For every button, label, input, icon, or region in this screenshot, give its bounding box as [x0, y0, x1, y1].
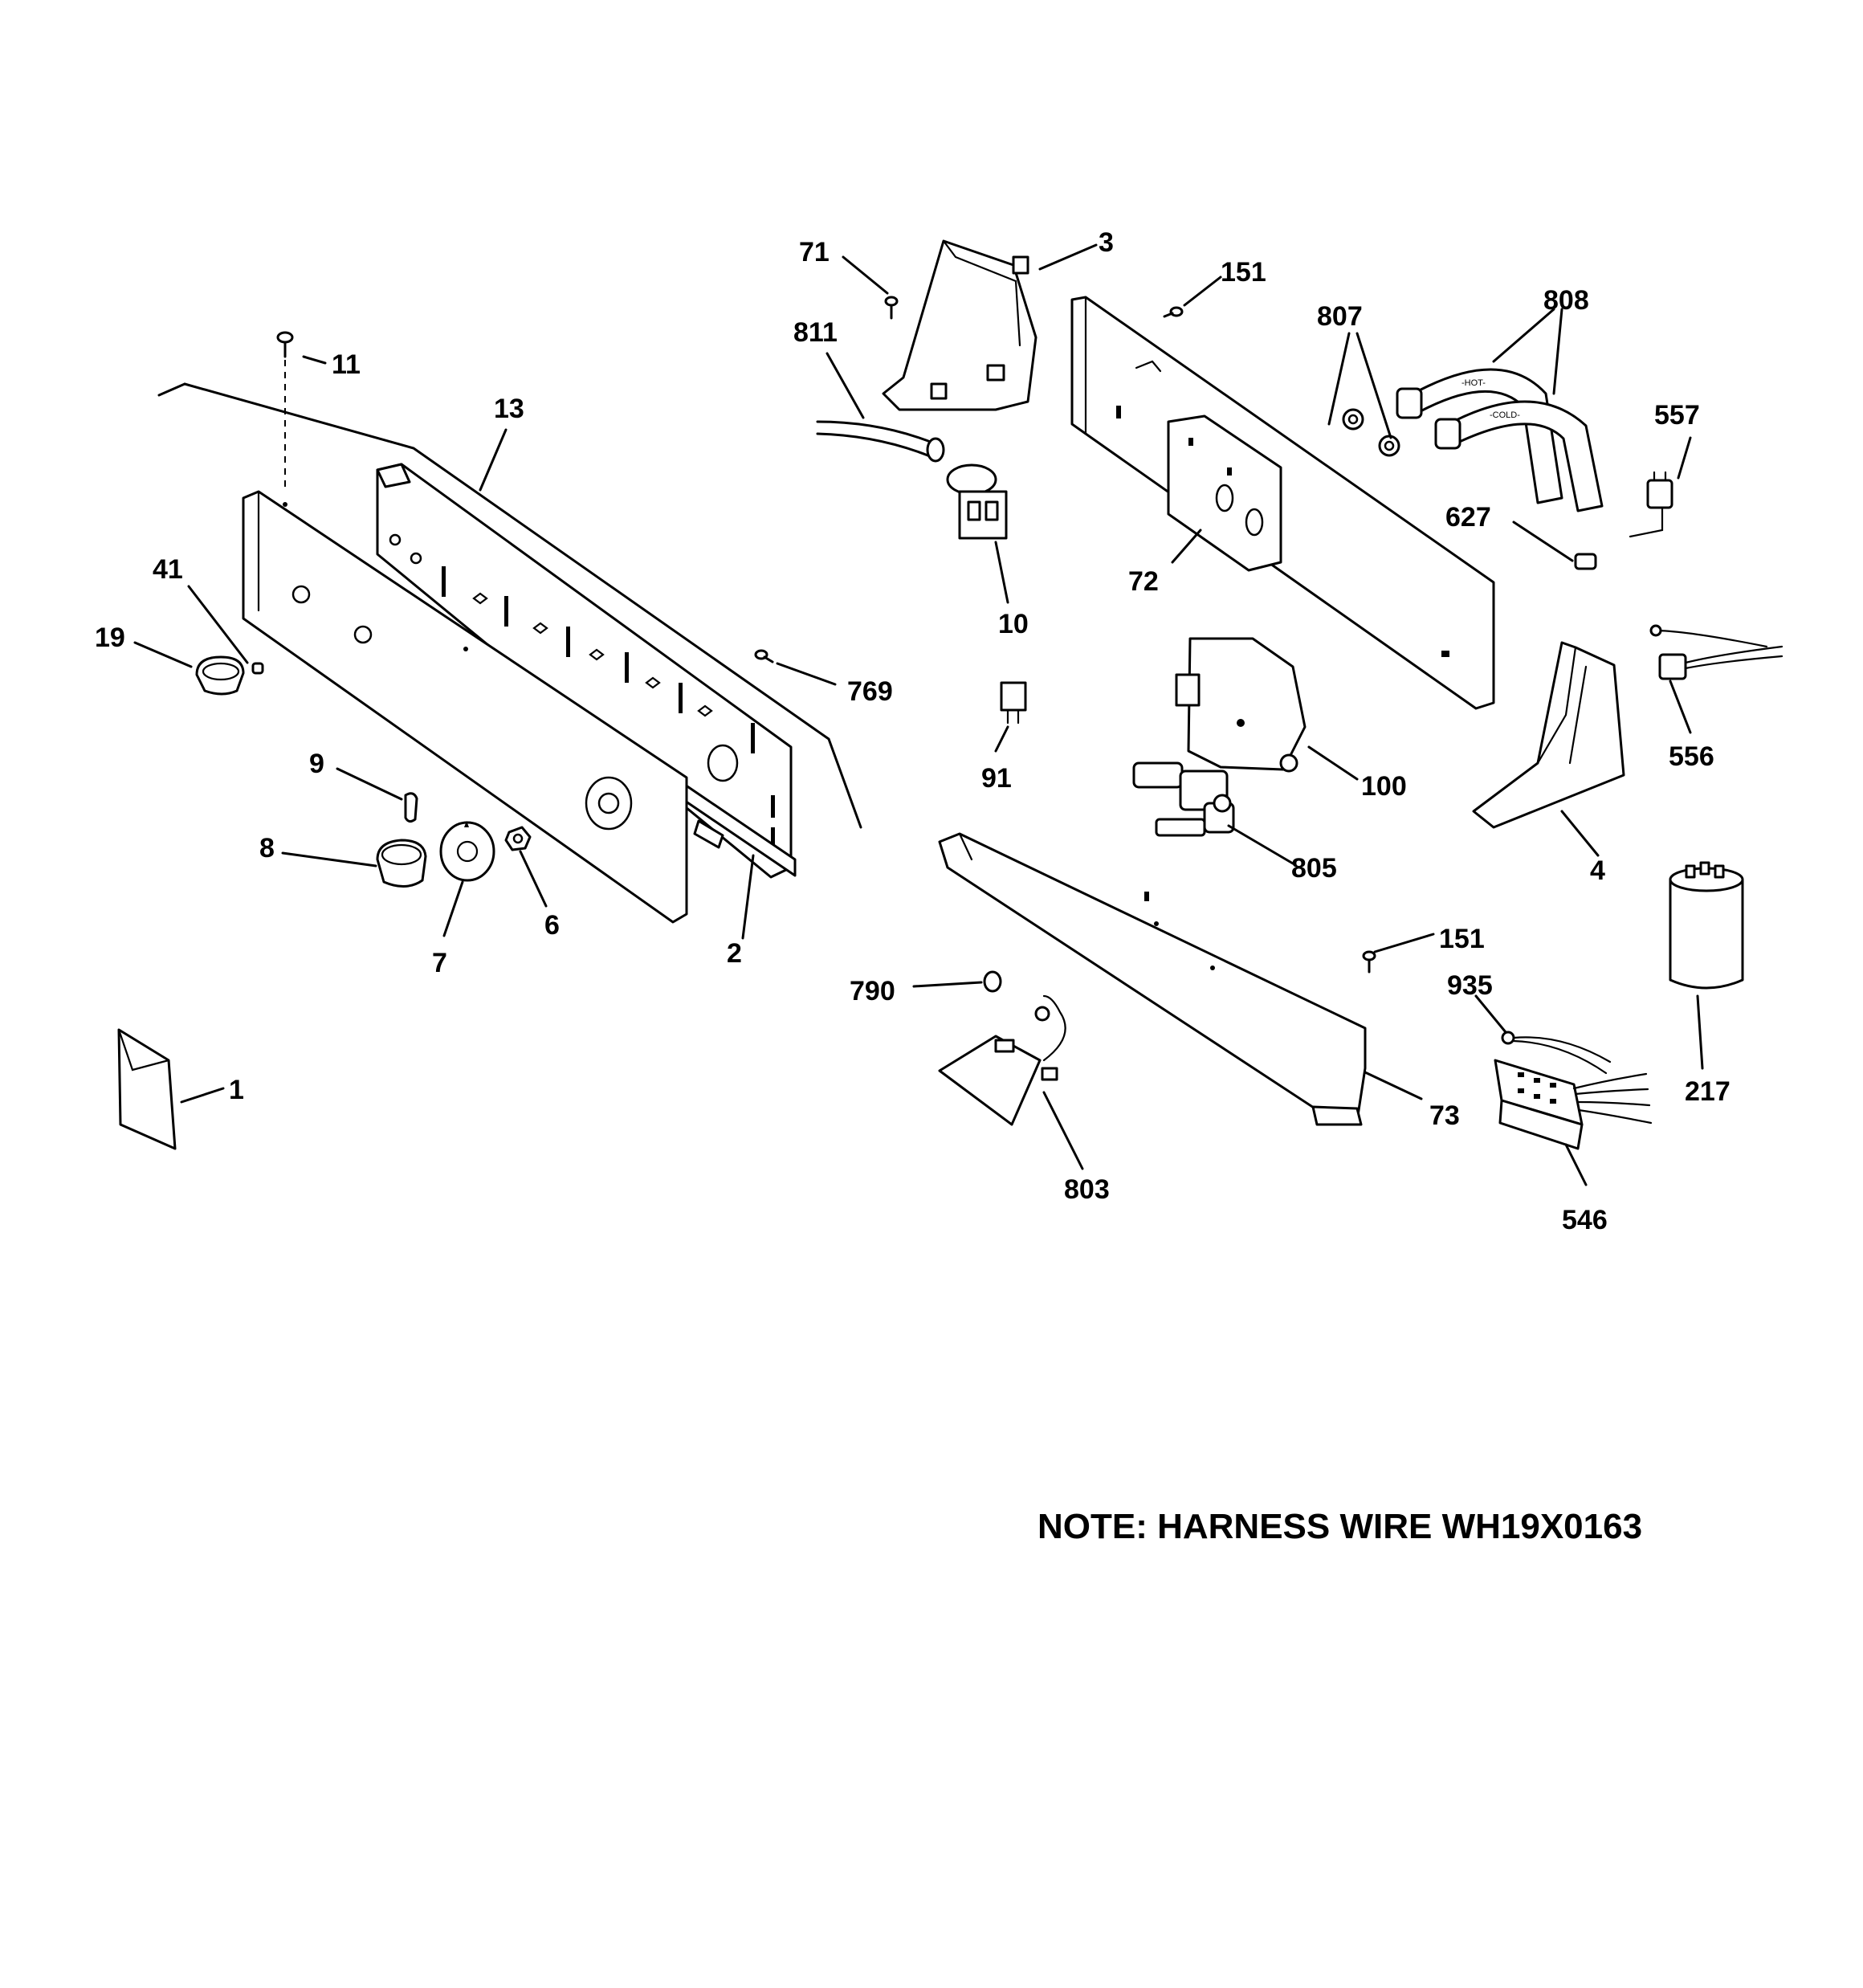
callout-805: 805 — [1291, 853, 1337, 884]
callout-807: 807 — [1317, 301, 1363, 332]
back-panel-72 — [1070, 296, 1495, 710]
clip-9 — [404, 792, 418, 823]
hose-811 — [816, 420, 945, 463]
backsplash-outline — [157, 382, 862, 829]
callout-808: 808 — [1543, 285, 1589, 316]
callout-557: 557 — [1654, 400, 1700, 431]
end-cap-3 — [882, 239, 1037, 411]
callout-41: 41 — [153, 554, 183, 585]
callout-803: 803 — [1064, 1174, 1110, 1205]
callout-10: 10 — [998, 609, 1029, 639]
inlet-hoses-808: -HOT- -COLD- — [1396, 368, 1604, 512]
screw-11 — [276, 331, 294, 492]
clamp-627 — [1574, 553, 1597, 570]
end-cap-4 — [1472, 641, 1625, 829]
callout-2: 2 — [727, 938, 742, 969]
callout-811: 811 — [793, 317, 838, 348]
hot-hose-marking: -HOT- — [1461, 378, 1486, 388]
callout-6: 6 — [544, 910, 560, 941]
callout-8: 8 — [259, 833, 275, 863]
washer-807 — [1342, 408, 1400, 457]
callout-935: 935 — [1447, 970, 1493, 1001]
clamp-790 — [983, 970, 1002, 993]
callout-72: 72 — [1128, 566, 1159, 597]
callout-627: 627 — [1445, 502, 1491, 533]
leader-lines — [133, 243, 1704, 1186]
harness-935 — [1501, 1031, 1612, 1075]
knob-8 — [376, 839, 427, 888]
water-valve-805 — [1132, 761, 1235, 837]
callout-11: 11 — [332, 349, 361, 380]
callout-4: 4 — [1590, 855, 1605, 886]
callout-7: 7 — [432, 948, 447, 978]
callout-790: 790 — [850, 976, 895, 1006]
callout-151-top: 151 — [1221, 257, 1266, 288]
callout-217: 217 — [1685, 1076, 1731, 1107]
callout-73: 73 — [1429, 1100, 1460, 1131]
nut-6 — [504, 826, 532, 851]
thermistor-803 — [938, 994, 1066, 1126]
callout-100: 100 — [1361, 771, 1407, 802]
callout-769: 769 — [847, 676, 893, 707]
callout-labels: 71 3 151 807 808 811 11 13 557 627 72 10… — [95, 227, 1731, 1235]
callout-1: 1 — [229, 1075, 244, 1105]
callout-71: 71 — [799, 237, 830, 267]
timer-100 — [1175, 637, 1307, 773]
callout-3: 3 — [1099, 227, 1114, 258]
callout-19: 19 — [95, 623, 125, 653]
callout-151-bottom: 151 — [1439, 924, 1485, 954]
harness-556 — [1649, 624, 1784, 680]
knob-19 — [195, 655, 245, 696]
callout-9: 9 — [309, 749, 324, 779]
screw-769 — [754, 649, 774, 663]
capacitor-217 — [1669, 861, 1744, 990]
front-panel — [242, 490, 688, 924]
envelope-1 — [117, 1028, 177, 1150]
harness-wire-note: NOTE: HARNESS WIRE WH19X0163 — [1037, 1507, 1642, 1546]
callout-91: 91 — [981, 763, 1012, 794]
plug-557 — [1629, 471, 1673, 538]
screw-71 — [884, 296, 899, 320]
control-panel-13 — [376, 463, 793, 879]
connector-546 — [1494, 1059, 1653, 1150]
screw-151-top — [1163, 306, 1184, 318]
callout-556: 556 — [1669, 741, 1714, 772]
screw-151-bottom — [1362, 950, 1376, 974]
dial-7 — [439, 821, 495, 882]
spring-41 — [251, 662, 264, 675]
pressure-switch-10 — [946, 463, 1008, 540]
callout-546: 546 — [1562, 1205, 1608, 1235]
switch-91 — [1000, 681, 1027, 725]
callout-13: 13 — [494, 394, 524, 424]
cold-hose-marking: -COLD- — [1490, 410, 1520, 420]
base-bracket-73 — [938, 832, 1367, 1126]
